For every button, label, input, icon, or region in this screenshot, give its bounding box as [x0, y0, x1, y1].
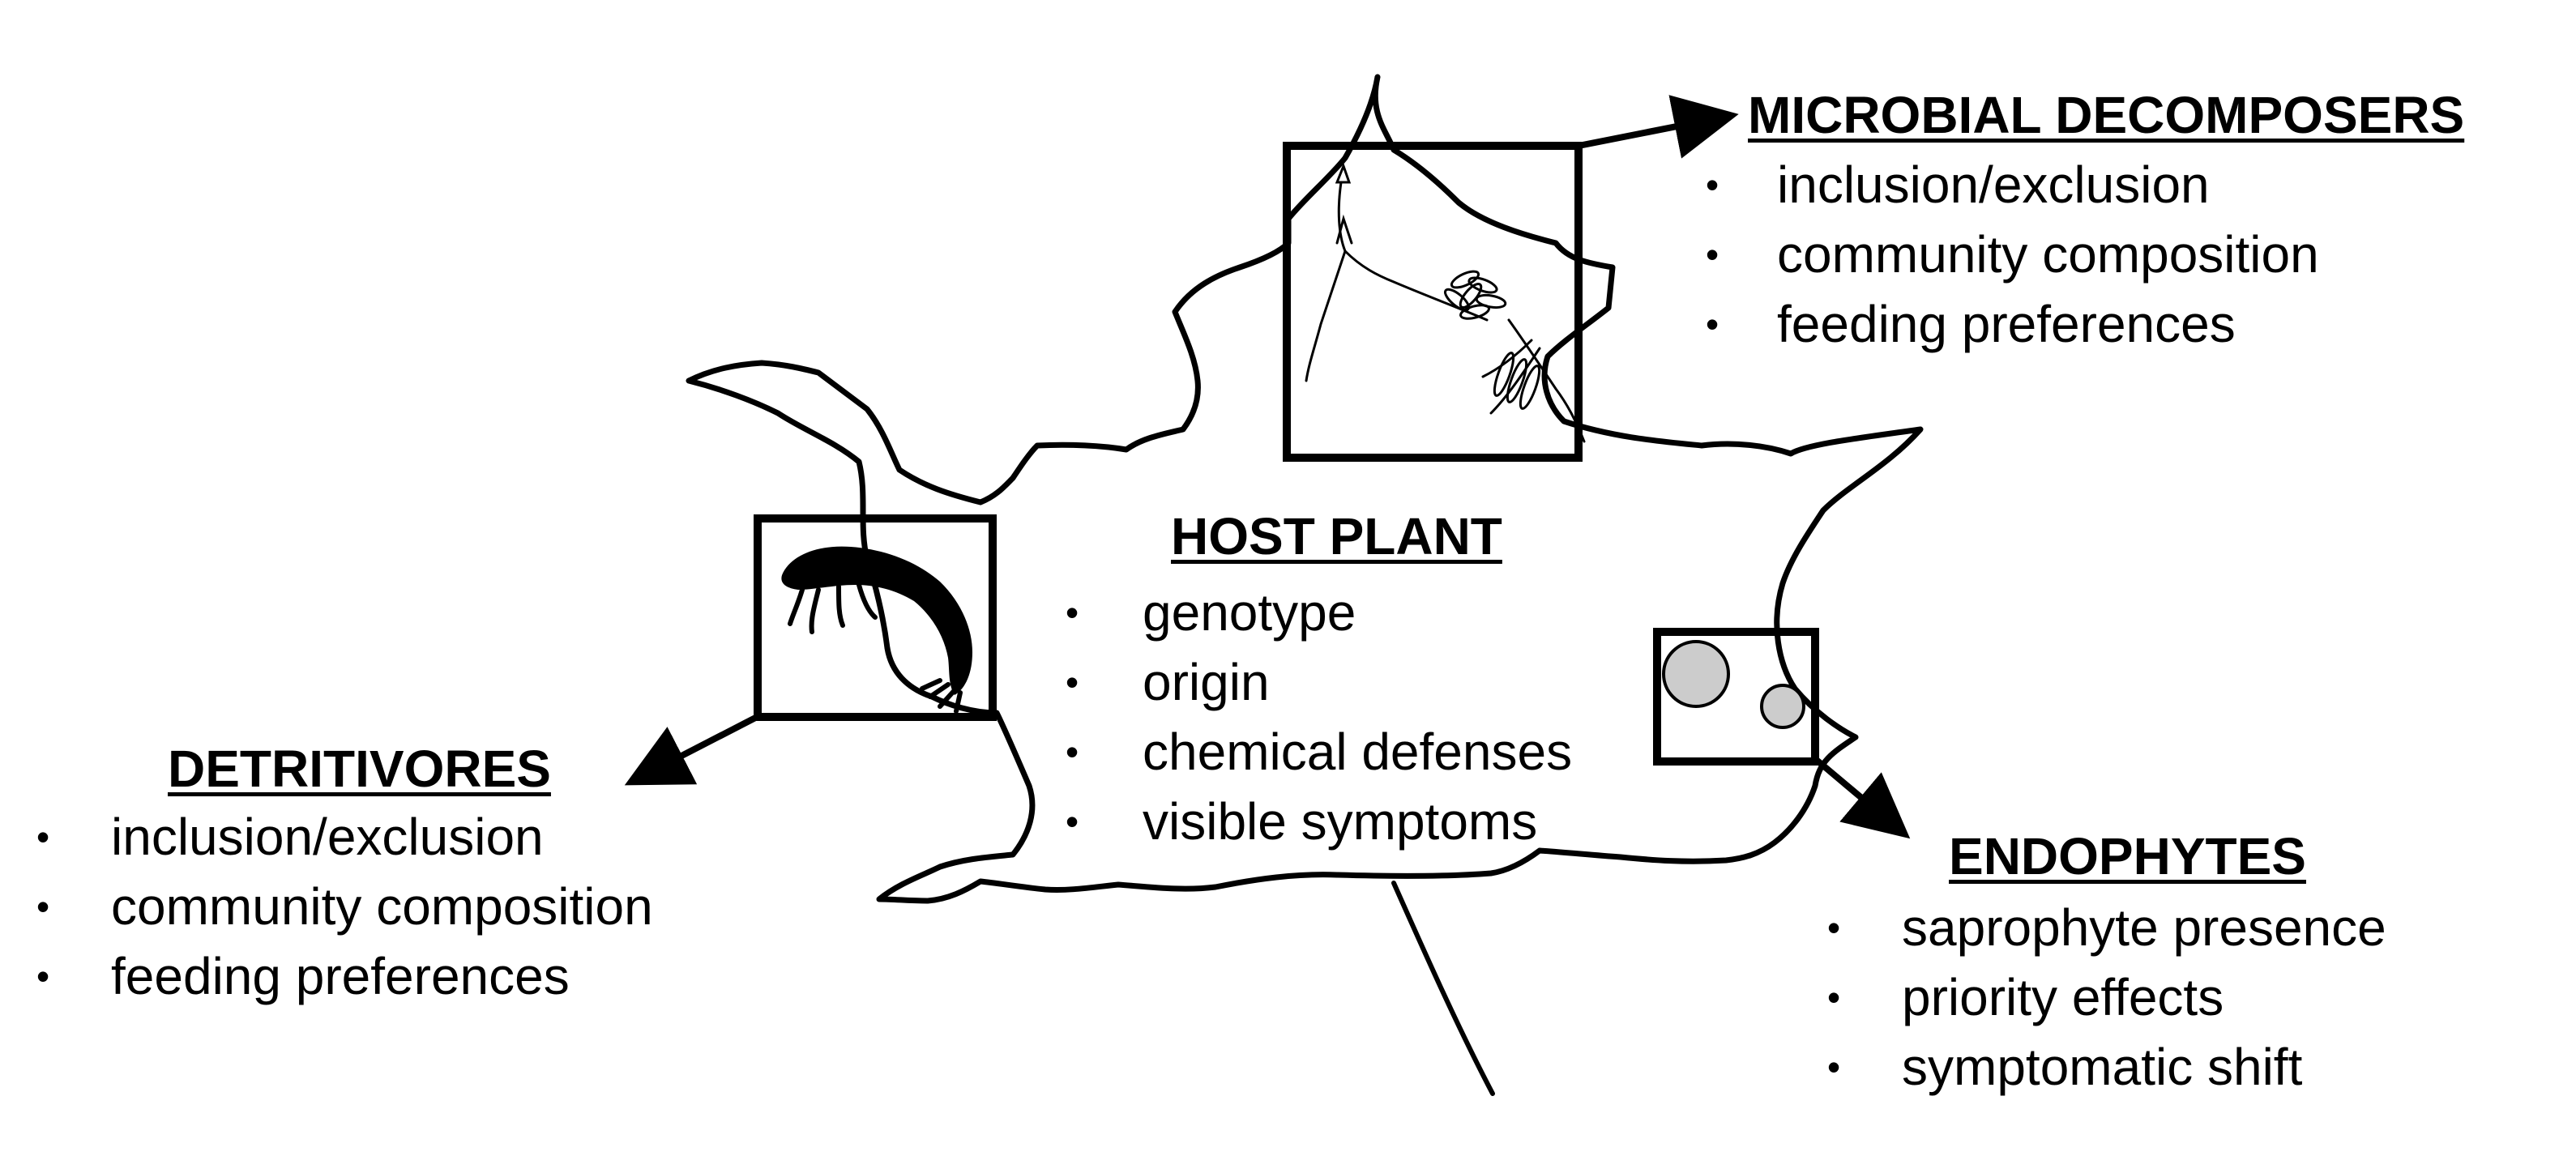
bullet-icon: • — [1827, 906, 1841, 949]
list-item: •feeding preferences — [36, 941, 653, 1011]
list-item: •origin — [1066, 647, 1572, 717]
leaf-stem — [1391, 881, 1495, 1096]
endophyte-inset-box — [1653, 628, 1819, 766]
bullet-icon: • — [1706, 164, 1719, 206]
microbial-decomposers-heading: MICROBIAL DECOMPOSERS — [1748, 86, 2465, 144]
list-item: •community composition — [36, 872, 653, 941]
bullet-icon: • — [1066, 731, 1079, 773]
list-item: •feeding preferences — [1706, 289, 2464, 359]
host-plant-block: HOST PLANT •genotype •origin •chemical d… — [1066, 506, 1572, 856]
detritivore-inset-box — [754, 514, 997, 721]
list-item: •inclusion/exclusion — [1706, 150, 2464, 220]
endophytes-heading: ENDOPHYTES — [1949, 827, 2306, 885]
endophytes-list: •saprophyte presence •priority effects •… — [1827, 893, 2386, 1102]
detritivores-list: •inclusion/exclusion •community composit… — [36, 802, 653, 1011]
endophyte-spots-icon — [1662, 640, 1805, 729]
microbial-inset-box — [1283, 142, 1583, 462]
bullet-icon: • — [1827, 976, 1841, 1018]
list-item: •inclusion/exclusion — [36, 802, 653, 872]
arrow-to-microbial-decomposers — [1578, 95, 1739, 159]
host-plant-heading: HOST PLANT — [1171, 507, 1502, 565]
bullet-icon: • — [36, 885, 50, 928]
list-item: •visible symptoms — [1066, 787, 1572, 856]
bullet-icon: • — [36, 816, 50, 858]
microbial-decomposers-block: MICROBIAL DECOMPOSERS •inclusion/exclusi… — [1706, 85, 2464, 359]
fungal-hyphae-icon — [1305, 162, 1586, 443]
detritivores-block: DETRITIVORES •inclusion/exclusion •commu… — [36, 739, 653, 1011]
endophytes-block: ENDOPHYTES •saprophyte presence •priorit… — [1827, 826, 2386, 1102]
list-item: •priority effects — [1827, 962, 2386, 1032]
arrow-to-detritivores — [624, 711, 763, 786]
host-plant-list: •genotype •origin •chemical defenses •vi… — [1066, 578, 1572, 856]
bullet-icon: • — [1066, 661, 1079, 703]
bullet-icon: • — [36, 955, 50, 997]
list-item: •symptomatic shift — [1827, 1032, 2386, 1102]
microbial-decomposers-list: •inclusion/exclusion •community composit… — [1706, 150, 2464, 359]
bullet-icon: • — [1706, 303, 1719, 345]
list-item: •community composition — [1706, 220, 2464, 289]
bullet-icon: • — [1706, 233, 1719, 275]
list-item: •saprophyte presence — [1827, 893, 2386, 962]
list-item: •chemical defenses — [1066, 717, 1572, 787]
bullet-icon: • — [1827, 1046, 1841, 1088]
bullet-icon: • — [1066, 800, 1079, 842]
amphipod-icon — [781, 546, 972, 714]
arrow-to-endophytes — [1811, 754, 1911, 839]
detritivores-heading: DETRITIVORES — [168, 740, 551, 798]
leaf-outline-icon — [686, 74, 1924, 904]
list-item: •genotype — [1066, 578, 1572, 647]
bullet-icon: • — [1066, 591, 1079, 633]
